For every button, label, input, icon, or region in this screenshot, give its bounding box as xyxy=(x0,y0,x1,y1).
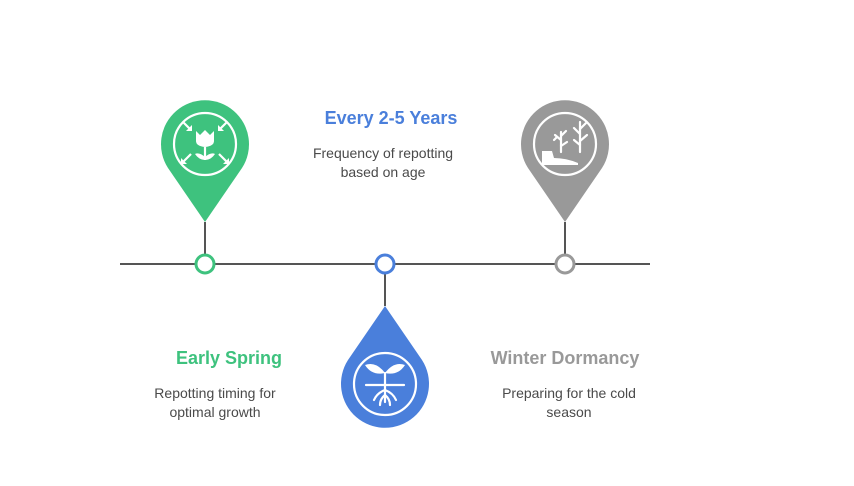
desc-line: Preparing for the cold xyxy=(502,385,636,401)
milestone-title-early-spring: Early Spring xyxy=(175,348,283,368)
pin-early-spring xyxy=(161,100,250,222)
milestone-desc-early-spring: Repotting timing for optimal growth xyxy=(115,384,315,422)
milestone-desc-winter-dormancy: Preparing for the cold season xyxy=(469,384,669,422)
node-every-2-5-years xyxy=(374,253,396,275)
sprout-roots-icon xyxy=(364,364,406,407)
node-winter-dormancy xyxy=(554,253,576,275)
desc-line: Repotting timing for xyxy=(154,385,276,401)
desc-line: optimal growth xyxy=(169,404,261,420)
pin-every-2-5-years xyxy=(341,306,429,428)
node-early-spring xyxy=(194,253,216,275)
desc-line: based on age xyxy=(340,164,426,180)
desc-line: season xyxy=(546,404,592,420)
milestone-desc-every-2-5-years: Frequency of repotting based on age xyxy=(283,144,483,182)
desc-line: Frequency of repotting xyxy=(312,145,454,161)
pin-winter-dormancy xyxy=(521,100,610,222)
plant-arrows-icon xyxy=(181,121,229,164)
milestone-title-every-2-5-years: Every 2-5 Years xyxy=(324,108,458,128)
milestone-title-winter-dormancy: Winter Dormancy xyxy=(490,348,640,368)
bare-trees-icon xyxy=(542,120,589,165)
